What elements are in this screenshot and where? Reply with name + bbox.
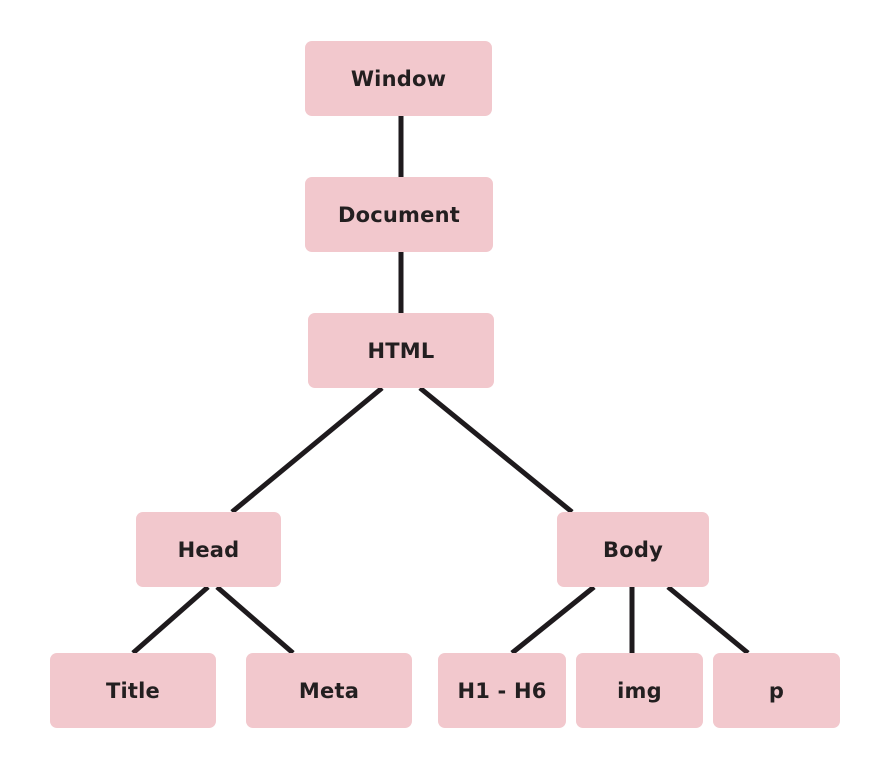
node-label-head: Head (177, 537, 240, 562)
node-label-title: Title (105, 678, 160, 703)
node-label-document: Document (338, 202, 460, 227)
node-label-window: Window (350, 66, 447, 91)
node-title: Title (50, 653, 216, 728)
node-body: Body (557, 512, 709, 587)
node-document: Document (305, 177, 493, 252)
node-label-html: HTML (367, 338, 435, 363)
node-html: HTML (308, 313, 494, 388)
node-p: p (713, 653, 840, 728)
node-head: Head (136, 512, 281, 587)
edge-head-meta (215, 585, 295, 655)
node-label-h1-h6: H1 - H6 (457, 678, 547, 703)
node-h1-h6: H1 - H6 (438, 653, 566, 728)
node-label-meta: Meta (298, 678, 360, 703)
node-label-img: img (617, 678, 662, 703)
edge-body-p (666, 585, 750, 655)
node-meta: Meta (246, 653, 412, 728)
node-label-p: p (768, 678, 785, 703)
node-label-body: Body (603, 537, 663, 562)
edge-html-body (418, 386, 574, 514)
node-img: img (576, 653, 703, 728)
edge-body-h1h6 (510, 585, 596, 655)
node-window: Window (305, 41, 492, 116)
edge-head-title (131, 585, 210, 655)
edge-html-head (230, 386, 384, 514)
